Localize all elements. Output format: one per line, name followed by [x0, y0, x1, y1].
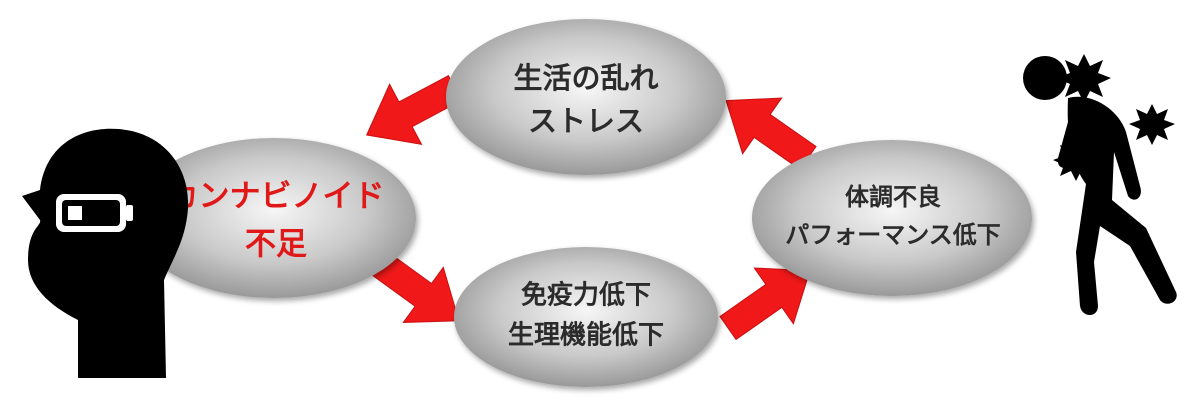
node-deficiency-label-line2: 不足: [245, 227, 307, 263]
arrows: [365, 74, 817, 341]
node-lifestyle-label-line1: 生活の乱れ: [513, 61, 658, 95]
node-condition: [752, 140, 1032, 296]
node-condition-label-line2: パフォーマンス低下: [785, 221, 1001, 249]
person-in-pain-icon: [1023, 54, 1177, 315]
node-lifestyle-label-line2: ストレス: [528, 104, 644, 138]
node-immunity: [454, 247, 718, 387]
node-deficiency-label-line1: カンナビノイド: [168, 179, 385, 215]
node-condition-label-line1: 体調不良: [845, 183, 941, 211]
node-lifestyle: [446, 19, 726, 175]
arrow-lifestyle-to-deficiency: [365, 74, 463, 145]
node-immunity-label-line2: 生理機能低下: [508, 320, 664, 351]
node-deficiency: [132, 138, 416, 298]
node-immunity-label-line1: 免疫力低下: [521, 280, 651, 311]
arrow-deficiency-to-immunity: [369, 249, 460, 323]
arrow-immunity-to-condition: [719, 267, 811, 341]
arrow-condition-to-lifestyle: [725, 97, 817, 171]
head-with-low-battery-icon: [22, 128, 189, 378]
